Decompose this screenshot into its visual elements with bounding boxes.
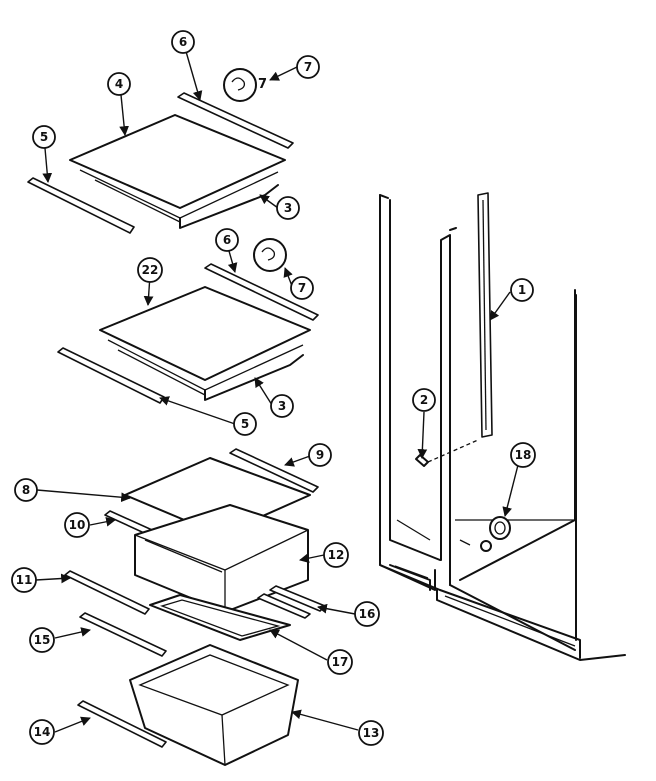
clip-tag-top: 7 bbox=[223, 68, 267, 102]
callout-18: 18 bbox=[510, 442, 536, 468]
svg-text:4: 4 bbox=[115, 77, 123, 91]
drawer-frame bbox=[149, 594, 291, 641]
svg-text:5: 5 bbox=[241, 417, 249, 431]
callout-15: 15 bbox=[29, 627, 55, 653]
callout-2: 2 bbox=[412, 388, 436, 412]
callout-17: 17 bbox=[327, 649, 353, 675]
callout-13: 13 bbox=[358, 720, 384, 746]
svg-text:18: 18 bbox=[515, 448, 532, 462]
svg-text:2: 2 bbox=[420, 393, 428, 407]
callout-6-top: 6 bbox=[171, 30, 195, 54]
shelf-side-strip-middle bbox=[57, 347, 165, 404]
drawer-slide-strip-15 bbox=[79, 612, 167, 657]
callout-4: 4 bbox=[107, 72, 131, 96]
crisper-cover-trim bbox=[229, 448, 319, 493]
crisper-drawer-upper bbox=[134, 504, 309, 613]
clip-tag-middle bbox=[253, 238, 287, 272]
svg-text:7: 7 bbox=[304, 60, 312, 74]
svg-text:1: 1 bbox=[518, 283, 526, 297]
callout-16: 16 bbox=[354, 601, 380, 627]
shelf-glass-top bbox=[69, 114, 286, 229]
shelf-support-rail bbox=[477, 192, 493, 438]
callout-22: 22 bbox=[137, 257, 163, 283]
callout-12: 12 bbox=[323, 542, 349, 568]
svg-text:6: 6 bbox=[223, 233, 231, 247]
callout-3-middle: 3 bbox=[270, 394, 294, 418]
svg-text:10: 10 bbox=[69, 518, 86, 532]
callout-5-top: 5 bbox=[32, 125, 56, 149]
callout-14: 14 bbox=[29, 719, 55, 745]
callout-6-middle: 6 bbox=[215, 228, 239, 252]
svg-text:7: 7 bbox=[298, 281, 306, 295]
cabinet-interior bbox=[379, 194, 626, 661]
crisper-drawer-lower bbox=[129, 644, 299, 766]
callout-8: 8 bbox=[14, 478, 38, 502]
shelf-side-strip-top bbox=[27, 177, 135, 234]
svg-text:16: 16 bbox=[359, 607, 376, 621]
svg-text:7: 7 bbox=[258, 77, 267, 92]
callout-3-top: 3 bbox=[276, 196, 300, 220]
svg-text:5: 5 bbox=[40, 130, 48, 144]
svg-text:17: 17 bbox=[332, 655, 349, 669]
svg-text:14: 14 bbox=[34, 725, 51, 739]
svg-text:9: 9 bbox=[316, 448, 324, 462]
drawer-slide-strip-11 bbox=[64, 570, 150, 615]
callout-9: 9 bbox=[308, 443, 332, 467]
svg-text:12: 12 bbox=[328, 548, 345, 562]
callout-5-middle: 5 bbox=[233, 412, 257, 436]
svg-text:15: 15 bbox=[34, 633, 51, 647]
svg-text:6: 6 bbox=[179, 35, 187, 49]
callout-7-top: 7 bbox=[296, 55, 320, 79]
svg-text:3: 3 bbox=[278, 399, 286, 413]
light-switch bbox=[480, 516, 511, 552]
leader-lines bbox=[35, 47, 519, 733]
shelf-trim-top bbox=[177, 92, 294, 149]
shelf-trim-middle bbox=[204, 263, 319, 321]
svg-text:11: 11 bbox=[16, 573, 33, 587]
callout-7-middle: 7 bbox=[290, 276, 314, 300]
screw bbox=[415, 439, 479, 467]
svg-text:22: 22 bbox=[142, 263, 159, 277]
drawer-slide-16 bbox=[257, 585, 326, 619]
svg-text:8: 8 bbox=[22, 483, 30, 497]
callout-10: 10 bbox=[64, 512, 90, 538]
shelf-glass-middle bbox=[99, 286, 311, 401]
svg-text:3: 3 bbox=[284, 201, 292, 215]
svg-text:13: 13 bbox=[363, 726, 380, 740]
drawer-slide-strip-14 bbox=[77, 700, 167, 748]
callout-11: 11 bbox=[11, 567, 37, 593]
callout-1: 1 bbox=[510, 278, 534, 302]
